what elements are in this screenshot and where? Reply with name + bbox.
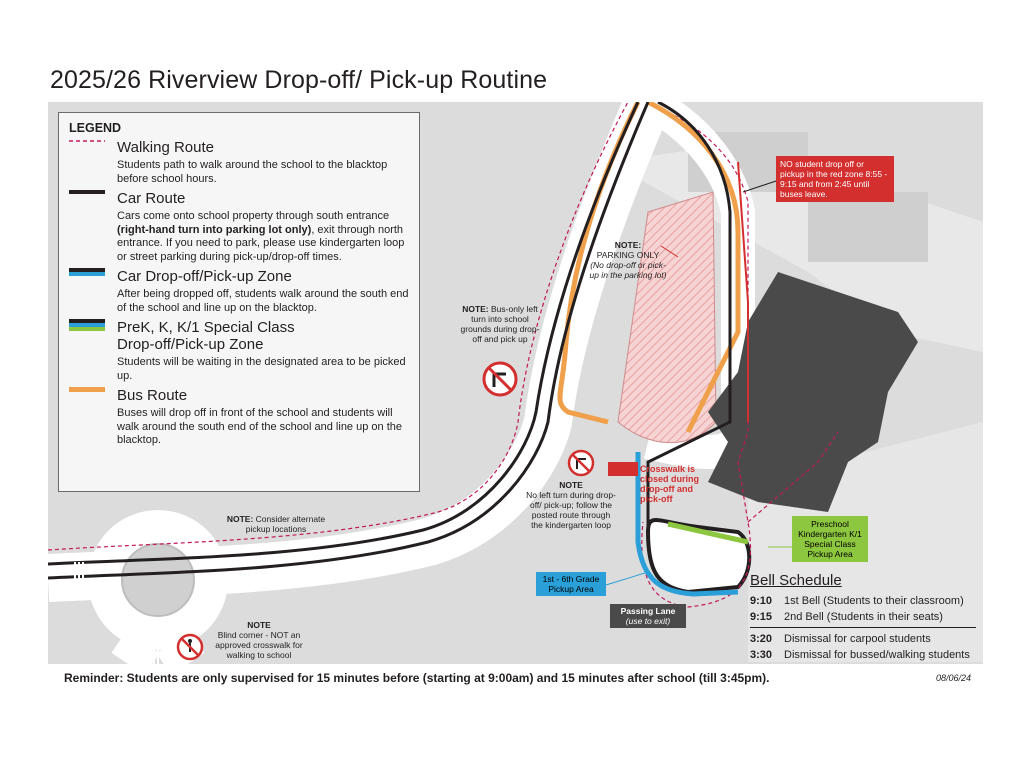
bell-schedule: Bell Schedule 9:10 1st Bell (Students to …: [750, 572, 976, 663]
bus-only-note-text: Bus-only left turn into school grounds d…: [460, 304, 540, 344]
walking-route: [48, 102, 629, 551]
bell-row: 3:20 Dismissal for carpool students: [750, 631, 976, 647]
bell-time: 9:15: [750, 611, 773, 623]
car-route: [48, 102, 650, 580]
car-route: [646, 102, 732, 532]
bus-only-note-label: NOTE:: [462, 304, 489, 314]
bus-swatch: [69, 387, 105, 392]
special-zone-swatch: [69, 319, 105, 331]
bell-text: 2nd Bell (Students in their seats): [784, 611, 943, 623]
roundabout-island: [121, 543, 195, 617]
page-title: 2025/26 Riverview Drop-off/ Pick-up Rout…: [50, 66, 548, 94]
legend-car-desc-1: Cars come onto school property through s…: [117, 210, 390, 222]
legend-car-title: Car Route: [117, 190, 186, 207]
no-pedestrian-sign: [176, 633, 204, 661]
legend-car-desc: Cars come onto school property through s…: [117, 210, 409, 264]
crosswalk-closed-note: Crosswalk is closed during drop-off and …: [640, 464, 700, 504]
parking-note-sub: (No drop-off or pick-up in the parking l…: [589, 260, 667, 280]
legend-bus-title: Bus Route: [117, 387, 188, 404]
no-left-turn-note-label: NOTE: [559, 480, 583, 490]
legend-walking-desc: Students path to walk around the school …: [117, 159, 388, 185]
closed-crosswalk: [608, 462, 638, 476]
bell-row: 9:10 1st Bell (Students to their classroo…: [750, 593, 976, 609]
legend-special-desc: Students will be waiting in the designat…: [117, 356, 406, 382]
car-swatch: [69, 190, 105, 194]
bell-time: 9:10: [750, 595, 773, 607]
walking-route: [747, 431, 839, 523]
revision-date: 08/06/24: [936, 673, 972, 683]
legend-walking-title: Walking Route: [117, 139, 214, 156]
blind-corner-note-label: NOTE: [247, 620, 271, 630]
legend-walking: Walking Route Students path to walk arou…: [69, 139, 409, 186]
school-building: [708, 272, 918, 512]
legend-car-desc-bold: (right-hand turn into parking lot only): [117, 223, 312, 236]
parking-note: NOTE: PARKING ONLY (No drop-off or pick-…: [588, 240, 668, 280]
legend-car-desc-2: , exit through north entrance. If you ne…: [117, 223, 405, 263]
alternate-pickup-note: NOTE: Consider alternate pickup location…: [216, 514, 336, 534]
preschool-pickup-label: Preschool Kindergarten K/1 Special Class…: [792, 516, 868, 562]
bell-time: 3:30: [750, 649, 773, 661]
bell-text: 1st Bell (Students to their classroom): [784, 595, 964, 607]
leader-line: [660, 245, 679, 258]
bell-text: Dismissal for carpool students: [784, 633, 931, 645]
walking-swatch: [69, 140, 105, 142]
no-left-turn-note-text: No left turn during drop-off/ pick-up; f…: [526, 490, 616, 530]
bus-only-note: NOTE: Bus-only left turn into school gro…: [460, 304, 540, 344]
no-left-turn-sign: [567, 449, 595, 477]
legend-special-title-1: PreK, K, K/1 Special Class: [117, 319, 295, 336]
legend-car: Car Route Cars come onto school property…: [69, 190, 409, 264]
legend-bus-desc: Buses will drop off in front of the scho…: [117, 407, 402, 446]
passing-lane-title: Passing Lane: [620, 606, 676, 616]
legend-heading: LEGEND: [69, 121, 122, 135]
alternate-pickup-note-label: NOTE:: [226, 514, 254, 524]
car-zone-swatch: [69, 268, 105, 276]
walking-route: [641, 111, 752, 608]
legend-special-title-2: Drop-off/Pick-up Zone: [117, 336, 264, 353]
bell-time: 3:20: [750, 633, 773, 645]
legend-carzone-title: Car Drop-off/Pick-up Zone: [117, 268, 292, 285]
red-zone-note: NO student drop off or pickup in the red…: [776, 156, 894, 202]
legend-car-zone: Car Drop-off/Pick-up Zone After being dr…: [69, 268, 409, 315]
parking-note-main: PARKING ONLY: [596, 250, 660, 260]
passing-lane-sub: (use to exit): [625, 616, 671, 626]
blind-corner-note-text: Blind corner - NOT an approved crosswalk…: [215, 630, 303, 660]
bell-divider: [750, 627, 976, 628]
legend-special-zone: PreK, K, K/1 Special Class Drop-off/Pick…: [69, 319, 409, 383]
map-legend: LEGEND Walking Route Students path to wa…: [58, 112, 420, 492]
parking-note-label: NOTE:: [614, 240, 642, 250]
campus-map: LEGEND Walking Route Students path to wa…: [48, 102, 983, 664]
no-left-turn-note: NOTE No left turn during drop-off/ pick-…: [526, 480, 616, 530]
neighbor-building: [808, 192, 928, 262]
special-class-zone: [667, 521, 749, 545]
grade-pickup-label: 1st - 6th Grade Pickup Area: [536, 572, 606, 596]
supervision-reminder: Reminder: Students are only supervised f…: [64, 671, 770, 685]
passing-lane-label: Passing Lane (use to exit): [610, 604, 686, 628]
leader-line: [605, 571, 649, 586]
bell-row: 9:15 2nd Bell (Students in their seats): [750, 609, 976, 625]
legend-carzone-desc: After being dropped off, students walk a…: [117, 288, 409, 314]
car-route: [48, 102, 640, 566]
alternate-pickup-note-text: Consider alternate pickup locations: [245, 514, 326, 534]
bell-schedule-heading: Bell Schedule: [750, 572, 842, 589]
red-zone-line: [737, 161, 749, 422]
no-left-turn-sign: [482, 361, 518, 397]
map-drawing: [48, 102, 983, 664]
crosswalk-marks: [74, 562, 159, 664]
legend-bus: Bus Route Buses will drop off in front o…: [69, 387, 409, 448]
blind-corner-note: NOTE Blind corner - NOT an approved cros…: [210, 620, 308, 660]
car-dropoff-zone: [635, 452, 739, 597]
bell-row: 3:30 Dismissal for bussed/walking student…: [750, 647, 976, 663]
bell-text: Dismissal for bussed/walking students: [784, 649, 970, 661]
